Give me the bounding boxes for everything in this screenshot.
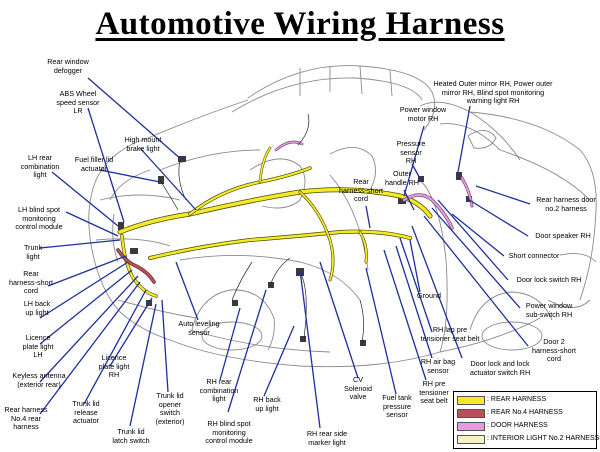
legend-label: : DOOR HARNESS [487, 422, 548, 429]
legend-item: : INTERIOR LIGHT No.2 HARNESS [457, 434, 599, 444]
label-door-lock-actuator: Door lock and lock actuator switch RH [469, 359, 531, 377]
rear-no4-harness-wires [116, 248, 156, 284]
label-abs-sensor: ABS Wheel speed sensor LR [56, 89, 100, 116]
label-rh-pre-tensioner: RH pre tensioner seat belt [419, 379, 449, 406]
legend-label: : REAR HARNESS [487, 396, 547, 403]
legend: : REAR HARNESS : REAR No.4 HARNESS : DOO… [453, 391, 599, 449]
label-power-window-sub: Power window sub-switch RH [525, 301, 573, 319]
label-power-window-motor: Power window motor RH [399, 105, 447, 123]
label-trunk-lid-release: Trunk lid release actuator [72, 399, 100, 426]
misc-wires [159, 113, 364, 343]
label-rear-window-defogger: Rear window defogger [47, 57, 89, 75]
label-high-mount-brake: High mount brake light [124, 135, 162, 153]
label-rh-air-bag: RH air bag sensor [420, 357, 456, 375]
label-outer-handle: Outer handle RH [385, 169, 419, 187]
page-title: Automotive Wiring Harness [95, 6, 505, 42]
label-door2-harness: Door 2 harness-short cord [532, 337, 576, 364]
label-lh-blind-spot: LH blind spot monitoring control module [15, 205, 63, 232]
label-licence-plate-rh: Licence plate light RH [98, 353, 130, 380]
label-pressure-sensor: Pressure sensor RH [396, 139, 426, 166]
legend-item: : DOOR HARNESS [457, 421, 595, 431]
label-short-connector: Short connector [508, 251, 560, 260]
legend-swatch [457, 409, 485, 418]
label-auto-leveling: Auto leveling sensor [178, 319, 220, 337]
legend-swatch [457, 435, 485, 444]
label-rear-harness-no4: Rear harness No.4 rear harness [4, 405, 48, 432]
label-cv-solenoid: CV Solenoid valve [344, 375, 372, 402]
label-fuel-filler: Fuel filler lid actuator [74, 155, 114, 173]
legend-item: : REAR No.4 HARNESS [457, 408, 595, 418]
label-trunk-lid-opener: Trunk lid opener switch (exterior) [155, 391, 185, 426]
label-trunk-lid-latch: Trunk lid latch switch [112, 427, 150, 445]
legend-swatch [457, 422, 485, 431]
label-rh-blind-spot: RH blind spot monitoring control module [205, 419, 253, 446]
label-rh-back-up: RH back up light [253, 395, 281, 413]
label-licence-plate-lh: Licence plate light LH [22, 333, 54, 360]
label-lh-back-up: LH back up light [23, 299, 51, 317]
label-rear-harness-short-cord: Rear harness-short cord [339, 177, 383, 204]
legend-label: : REAR No.4 HARNESS [487, 409, 563, 416]
label-lh-rear-combination: LH rear combination light [20, 153, 60, 180]
label-door-lock-switch: Door lock switch RH [516, 275, 582, 284]
label-ground: Ground [417, 291, 441, 300]
label-rh-rear-combination: RH rear combination light [199, 377, 239, 404]
label-rear-harness-door: Rear harness door no.2 harness [536, 195, 596, 213]
label-keyless-antenna: Keyless antenna (exterior rear) [12, 371, 66, 389]
label-fuel-tank-pressure: Fuel tank pressure sensor [382, 393, 412, 420]
legend-item: : REAR HARNESS [457, 395, 595, 405]
label-rh-rear-side-marker: RH rear side marker light [306, 429, 348, 447]
label-heated-outer-mirror: Heated Outer mirror RH, Power outer mirr… [433, 79, 553, 106]
leader-lines [39, 77, 531, 429]
legend-label: : INTERIOR LIGHT No.2 HARNESS [487, 435, 600, 442]
label-rear-harness-short-left: Rear harness-short cord [9, 269, 53, 296]
label-door-speaker: Door speaker RH [535, 231, 591, 240]
legend-swatch [457, 396, 485, 405]
label-trunk-light: Trunk light [23, 243, 43, 261]
label-rh-lap-pre: RH lap pre tensioner seat belt [420, 325, 480, 343]
